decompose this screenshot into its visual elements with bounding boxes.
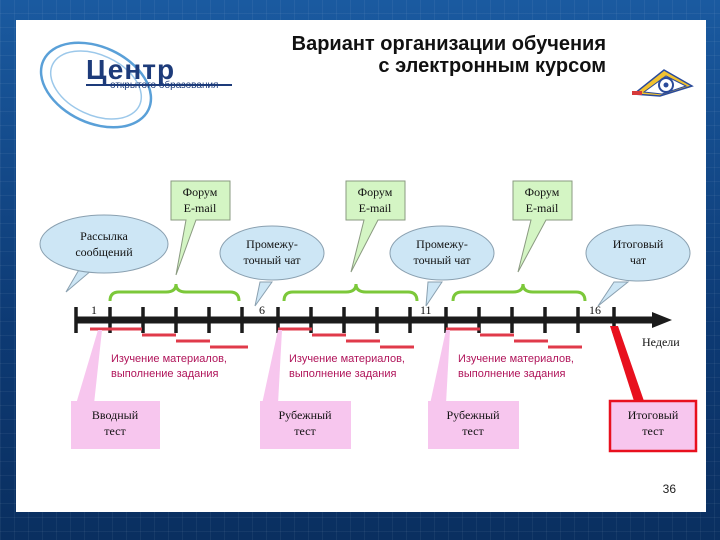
forum-bubble-3: Форум E-mail [512,180,573,273]
title-line-2: с электронным курсом [378,55,606,77]
study-segments [90,327,582,349]
svg-text:Форум: Форум [525,185,560,199]
study-text-1-line-2: выполнение задания [111,368,219,380]
title-line-1: Вариант организации обучения [291,33,606,55]
interim-chat-bubble-1: Промежу- точный чат [219,225,325,307]
logo-swoosh-icon [39,41,232,129]
svg-text:Вводный: Вводный [92,408,139,422]
slide: Центр открытого образования Вариант орга… [16,20,706,512]
svg-text:тест: тест [294,424,316,438]
tick-label-6: 6 [259,303,265,317]
svg-text:чат: чат [630,253,647,267]
intro-test-pointer [76,330,102,404]
mailing-bubble: Рассылка сообщений [39,214,169,293]
svg-text:Итоговый: Итоговый [613,237,664,251]
tick-label-16: 16 [589,303,601,317]
interim-chat-bubble-2: Промежу- точный чат [389,225,495,307]
tick-label-11: 11 [420,303,432,317]
svg-text:тест: тест [104,424,126,438]
svg-text:тест: тест [642,424,664,438]
svg-text:E-mail: E-mail [184,201,217,215]
logo-word: Центр [86,54,176,85]
logo: Центр открытого образования [36,30,236,140]
svg-text:Рассылка: Рассылка [80,229,128,243]
timeline-axis [74,307,672,333]
tick-label-1: 1 [91,303,97,317]
study-text-2-line-2: выполнение задания [289,368,397,380]
svg-text:E-mail: E-mail [526,201,559,215]
forum-bubble-2: Форум E-mail [345,180,406,273]
final-test-pointer [610,326,644,401]
svg-text:Итоговый: Итоговый [628,408,679,422]
milestone-test-1-pointer [262,330,282,404]
page-number: 36 [662,482,676,496]
svg-text:Форум: Форум [183,185,218,199]
final-chat-bubble: Итоговый чат [585,224,691,307]
study-text-1-line-1: Изучение материалов, [111,353,227,365]
svg-text:E-mail: E-mail [359,201,392,215]
milestone-test-2-box: Рубежный тест [428,401,519,449]
course-timeline-diagram: Форум E-mail Форум E-mail Форум E-mail Р… [39,180,698,453]
bracket-3 [451,283,587,302]
svg-text:точный чат: точный чат [413,253,471,267]
intro-test-box: Вводный тест [71,401,160,449]
weeks-label: Недели [642,335,680,349]
milestone-test-1-box: Рубежный тест [260,401,351,449]
svg-text:Промежу-: Промежу- [246,237,298,251]
final-test-box: Итоговый тест [608,399,698,453]
slide-title: Вариант организации обучения с электронн… [292,33,606,77]
forum-bubble-1: Форум E-mail [170,180,231,276]
bracket-1 [108,283,241,302]
svg-text:Рубежный: Рубежный [447,408,501,422]
svg-text:точный чат: точный чат [243,253,301,267]
study-text-2-line-1: Изучение материалов, [289,353,405,365]
svg-text:Рубежный: Рубежный [279,408,333,422]
milestone-test-2-pointer [430,330,450,404]
logo-subtitle: открытого образования [110,80,219,91]
svg-text:тест: тест [462,424,484,438]
study-text-3-line-1: Изучение материалов, [458,353,574,365]
bracket-2 [282,283,419,302]
study-text-3-line-2: выполнение задания [458,368,566,380]
at-mail-icon [632,69,694,97]
svg-text:сообщений: сообщений [75,245,133,259]
svg-text:Форум: Форум [358,185,393,199]
svg-text:Промежу-: Промежу- [416,237,468,251]
